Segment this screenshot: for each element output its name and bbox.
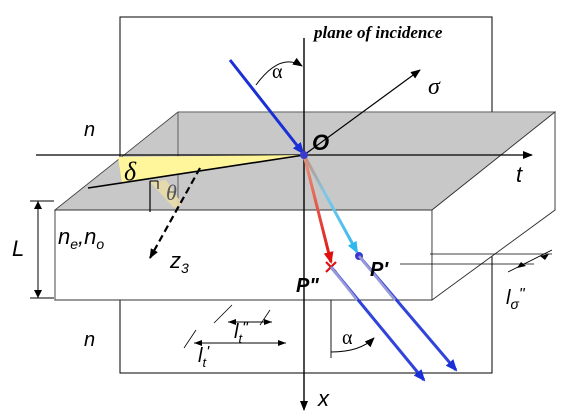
origin-label: O (312, 130, 329, 155)
n-top-label: n (84, 119, 95, 141)
p-double-label: P" (296, 275, 319, 297)
plane-of-incidence-label: plane of incidence (312, 23, 443, 42)
slab-front-face (54, 209, 433, 301)
sigma-axis (303, 69, 421, 156)
p-prime-label: P' (370, 259, 389, 281)
alpha-bottom-label: α (342, 327, 353, 349)
ne-no-label: ne,no (58, 224, 104, 252)
n-bottom-label: n (84, 329, 95, 351)
delta-label: δ (124, 157, 137, 186)
sigma-label: σ (428, 74, 441, 100)
l-sigma-dimension (507, 249, 553, 273)
t-label: t (516, 162, 523, 187)
theta-label: θ (166, 180, 177, 205)
alpha-arc-top (255, 57, 303, 86)
origin-point (300, 151, 308, 159)
lt-prime-label: lt' (198, 344, 210, 370)
x-label: x (317, 386, 330, 411)
L-label: L (12, 236, 24, 261)
z3-optic-axis (149, 167, 201, 259)
alpha-arc-bottom (330, 337, 375, 353)
ordinary-ray (302, 154, 359, 254)
incident-ray (228, 59, 305, 155)
alpha-top-label: α (272, 61, 283, 83)
z3-label: z3 (169, 248, 189, 276)
extraordinary-ray (302, 154, 334, 264)
lt-double-label: lt" (234, 320, 249, 346)
l-sigma-label: lσ" (506, 286, 526, 312)
